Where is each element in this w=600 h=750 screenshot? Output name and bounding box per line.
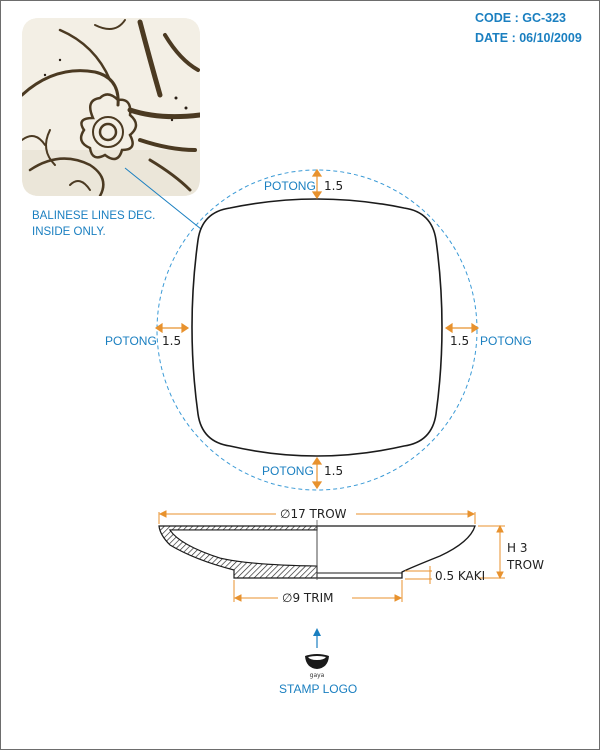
date-text: DATE : 06/10/2009 bbox=[475, 31, 582, 45]
height-label-line1: H 3 bbox=[507, 541, 527, 555]
potong-left-label: POTONG bbox=[105, 334, 157, 348]
potong-right-value: 1.5 bbox=[450, 334, 469, 348]
potong-bottom-label: POTONG bbox=[262, 464, 314, 478]
photo-note-line1: BALINESE LINES DEC. bbox=[32, 210, 155, 222]
code-text: CODE : GC-323 bbox=[475, 11, 566, 25]
stamp-logo-label: STAMP LOGO bbox=[279, 682, 357, 696]
bottom-diameter-label: ∅9 TRIM bbox=[282, 591, 333, 605]
product-photo bbox=[22, 18, 200, 196]
potong-top-label: POTONG bbox=[264, 179, 316, 193]
photo-note-line2: INSIDE ONLY. bbox=[32, 226, 106, 238]
original-round-outline bbox=[156, 169, 478, 491]
potong-right-label: POTONG bbox=[480, 334, 532, 348]
cut-dimension-marks bbox=[154, 168, 480, 490]
top-diameter-label: ∅17 TROW bbox=[280, 507, 347, 521]
potong-top-value: 1.5 bbox=[324, 179, 343, 193]
stamp-brand-text: gaya bbox=[310, 672, 325, 679]
potong-left-value: 1.5 bbox=[162, 334, 181, 348]
plate-side-view bbox=[158, 520, 476, 580]
potong-bottom-value: 1.5 bbox=[324, 464, 343, 478]
side-dimension-lines bbox=[158, 510, 505, 602]
stamp-logo-mark bbox=[305, 654, 329, 669]
foot-height-label: 0.5 KAKI bbox=[435, 569, 485, 583]
height-label-line2: TROW bbox=[506, 558, 544, 572]
plate-top-view bbox=[191, 198, 443, 457]
